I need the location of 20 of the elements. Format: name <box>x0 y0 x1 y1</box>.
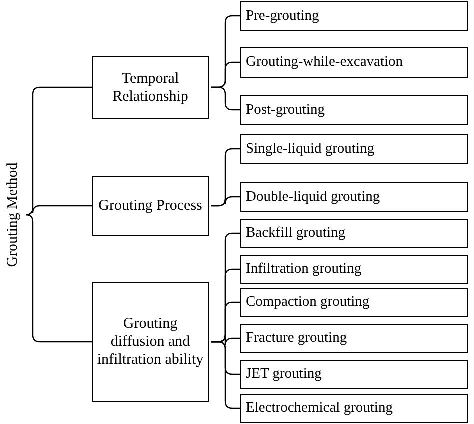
category-box: Grouting diffusion and infiltration ability <box>92 282 209 402</box>
method-box: Grouting-while-excavation <box>240 47 468 78</box>
method-box: Electrochemical grouting <box>240 394 468 423</box>
brace-connector <box>211 341 240 410</box>
rotated-label: Grouting Method <box>3 130 23 300</box>
brace-connector <box>211 196 240 207</box>
category-box: Grouting Process <box>92 176 209 236</box>
method-box: Compaction grouting <box>240 288 468 317</box>
method-box: Backfill grouting <box>240 219 468 248</box>
method-box: JET grouting <box>240 360 468 389</box>
method-box: Single-liquid grouting <box>240 134 468 164</box>
brace-connector <box>211 86 240 111</box>
brace-connector <box>25 214 92 343</box>
method-box: Double-liquid grouting <box>240 182 468 212</box>
method-box: Pre-grouting <box>240 1 468 31</box>
category-box: Temporal Relationship <box>92 56 209 119</box>
method-box: Post-grouting <box>240 95 468 125</box>
method-box: Infiltration grouting <box>240 255 468 284</box>
method-box: Fracture grouting <box>240 324 468 353</box>
brace-connector <box>25 205 92 216</box>
